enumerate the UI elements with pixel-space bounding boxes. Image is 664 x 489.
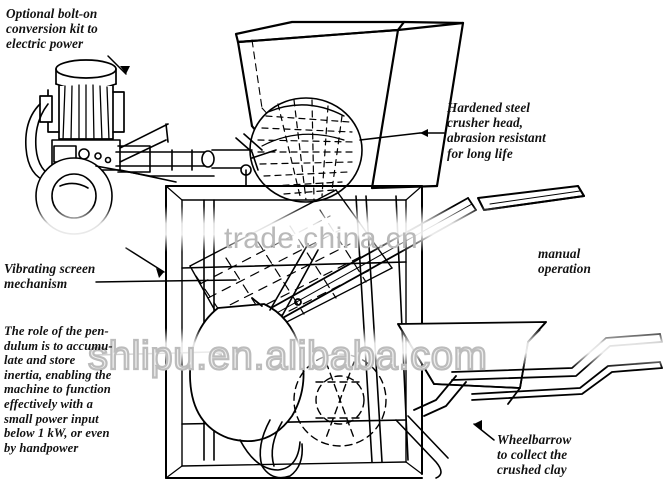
arrowhead-crusher	[420, 129, 428, 137]
annotation-hardened-steel-crusher-head: Hardened steel crusher head, abrasion re…	[447, 100, 546, 161]
annotation-vibrating-screen-mechanism: Vibrating screen mechanism	[4, 261, 96, 292]
annotation-pendulum-role-description: The role of the pen- dulum is to accumu-…	[4, 324, 113, 455]
discharge-chute	[239, 415, 449, 479]
leader-screen	[95, 279, 237, 283]
manual-lever	[477, 185, 585, 211]
leader-motor	[107, 55, 127, 75]
arrowhead-screen	[156, 268, 164, 278]
arrowhead-wheelbarrow	[474, 420, 482, 430]
leader-wheelbarrow	[473, 423, 495, 441]
electric-motor	[39, 59, 125, 140]
pendulum-weight	[189, 297, 305, 442]
pendulum-arm	[269, 243, 319, 317]
annotation-manual-operation: manual operation	[538, 246, 591, 277]
flywheel	[293, 353, 387, 447]
drive-shaft-assembly	[115, 145, 253, 173]
wheelbarrow-wheel	[259, 419, 304, 479]
wheelbarrow	[397, 321, 663, 417]
crusher-linkage	[235, 133, 277, 187]
motor-cooling-fins	[62, 84, 110, 143]
annotation-optional-electric-conversion: Optional bolt-on conversion kit to elect…	[6, 6, 98, 52]
arrowhead-motor	[120, 66, 130, 74]
annotation-wheelbarrow-collect-clay: Wheelbarrow to collect the crushed clay	[497, 432, 572, 478]
crusher-head-hatching	[257, 99, 355, 201]
